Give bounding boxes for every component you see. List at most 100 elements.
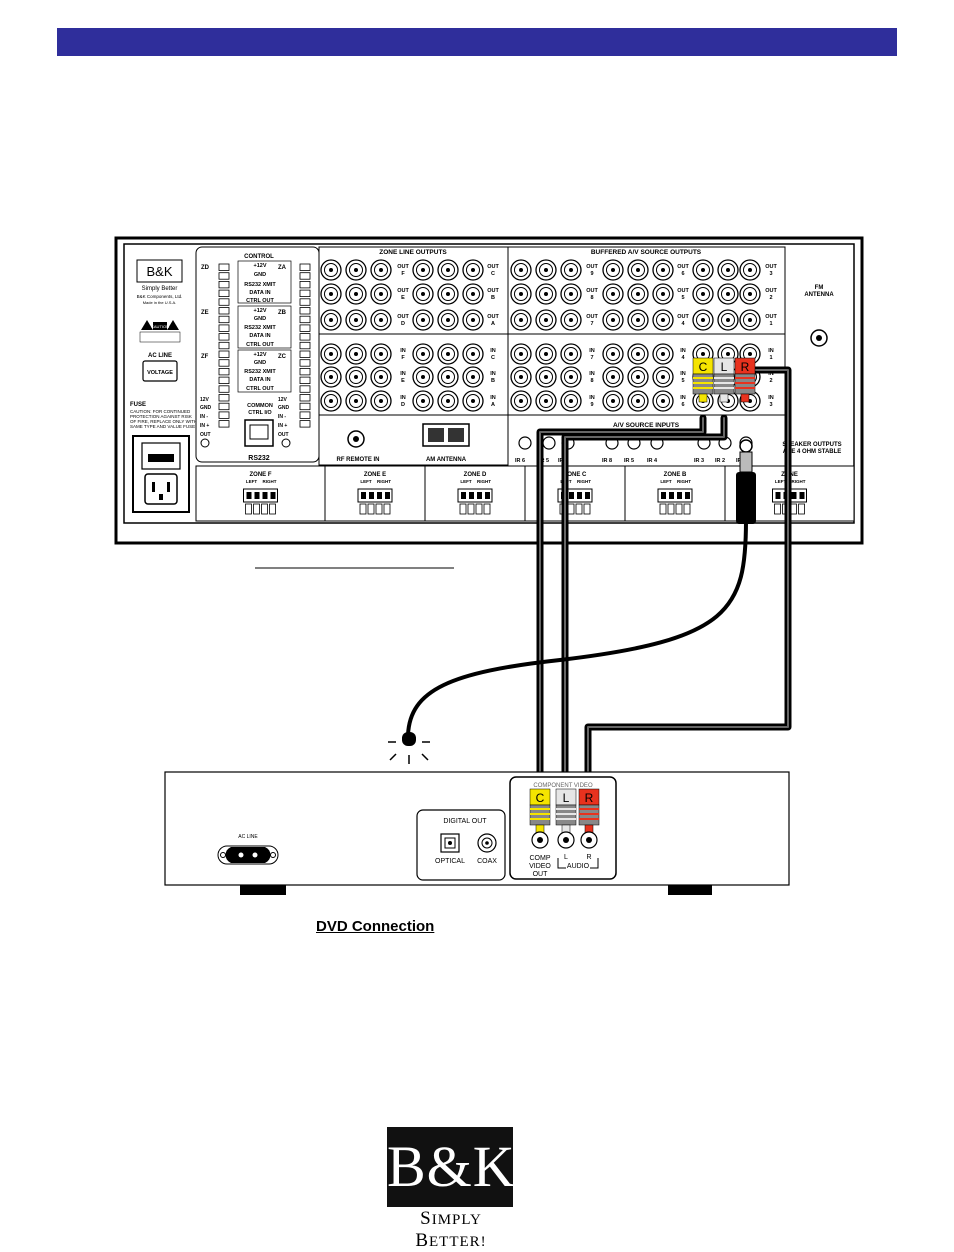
control-terminal-left[interactable]: [218, 263, 230, 271]
av-jack[interactable]: [510, 283, 532, 305]
av-jack[interactable]: [717, 283, 739, 305]
coax-jack[interactable]: [477, 833, 497, 853]
av-jack[interactable]: [535, 309, 557, 331]
zone-line-jack[interactable]: [437, 366, 459, 388]
av-jack[interactable]: [535, 366, 557, 388]
control-terminal-right[interactable]: [299, 402, 311, 411]
av-jack[interactable]: [560, 283, 582, 305]
control-terminal-left[interactable]: [218, 280, 230, 289]
zone-line-jack[interactable]: [320, 343, 342, 365]
control-terminal-left[interactable]: [218, 411, 230, 419]
av-jack[interactable]: [692, 259, 714, 281]
av-jack[interactable]: [692, 309, 714, 331]
av-jack[interactable]: [510, 259, 532, 281]
av-jack[interactable]: [602, 309, 624, 331]
av-jack[interactable]: [510, 366, 532, 388]
control-terminal-right[interactable]: [299, 350, 311, 358]
zone-line-jack[interactable]: [370, 283, 392, 305]
av-jack[interactable]: [652, 309, 674, 331]
zone-line-jack[interactable]: [412, 283, 434, 305]
av-jack[interactable]: [602, 343, 624, 365]
zone-line-jack[interactable]: [437, 309, 459, 331]
zone-line-jack[interactable]: [437, 259, 459, 281]
control-terminal-left[interactable]: [218, 315, 230, 324]
zone-line-jack[interactable]: [437, 343, 459, 365]
av-jack[interactable]: [535, 283, 557, 305]
control-terminal-right[interactable]: [299, 333, 311, 341]
zone-line-jack[interactable]: [370, 309, 392, 331]
control-terminal-right[interactable]: [299, 280, 311, 289]
optical-jack[interactable]: [440, 833, 460, 853]
control-terminal-left[interactable]: [218, 341, 230, 350]
av-jack[interactable]: [652, 283, 674, 305]
zone-line-jack[interactable]: [437, 390, 459, 412]
ir-jack[interactable]: [542, 436, 556, 450]
control-terminal-left[interactable]: [218, 307, 230, 315]
zone-line-jack[interactable]: [462, 283, 484, 305]
av-jack[interactable]: [510, 390, 532, 412]
av-jack[interactable]: [652, 343, 674, 365]
av-jack[interactable]: [535, 390, 557, 412]
av-jack[interactable]: [560, 390, 582, 412]
zone-line-jack[interactable]: [412, 390, 434, 412]
av-jack[interactable]: [560, 366, 582, 388]
zone-line-jack[interactable]: [462, 309, 484, 331]
av-jack[interactable]: [739, 283, 761, 305]
control-terminal-left[interactable]: [218, 333, 230, 341]
zone-line-jack[interactable]: [320, 390, 342, 412]
control-terminal-left[interactable]: [218, 385, 230, 393]
zone-line-jack[interactable]: [320, 309, 342, 331]
control-terminal-left[interactable]: [218, 298, 230, 306]
rs232-port[interactable]: [244, 419, 274, 447]
zone-line-jack[interactable]: [345, 390, 367, 412]
zone-line-jack[interactable]: [370, 343, 392, 365]
av-jack[interactable]: [652, 366, 674, 388]
control-terminal-left[interactable]: [218, 394, 230, 402]
av-jack[interactable]: [627, 366, 649, 388]
control-terminal-left[interactable]: [218, 420, 230, 428]
ctrl-io-port-1[interactable]: [281, 438, 291, 448]
av-jack[interactable]: [602, 283, 624, 305]
control-terminal-right[interactable]: [299, 298, 311, 306]
av-jack[interactable]: [627, 283, 649, 305]
speaker-terminal-block[interactable]: [457, 488, 493, 503]
av-jack[interactable]: [510, 343, 532, 365]
speaker-terminal-block[interactable]: [657, 488, 693, 503]
control-terminal-right[interactable]: [299, 411, 311, 419]
zone-line-jack[interactable]: [437, 283, 459, 305]
control-terminal-right[interactable]: [299, 420, 311, 428]
av-jack[interactable]: [627, 390, 649, 412]
control-terminal-right[interactable]: [299, 341, 311, 350]
control-terminal-right[interactable]: [299, 394, 311, 402]
control-terminal-right[interactable]: [299, 324, 311, 332]
zone-line-jack[interactable]: [412, 366, 434, 388]
zone-line-jack[interactable]: [320, 259, 342, 281]
av-jack[interactable]: [602, 390, 624, 412]
control-terminal-right[interactable]: [299, 359, 311, 367]
control-terminal-left[interactable]: [218, 272, 230, 280]
av-jack[interactable]: [560, 343, 582, 365]
av-jack[interactable]: [602, 259, 624, 281]
zone-line-jack[interactable]: [462, 259, 484, 281]
av-jack[interactable]: [627, 343, 649, 365]
zone-line-jack[interactable]: [370, 366, 392, 388]
dvd-ac-inlet[interactable]: [217, 845, 279, 865]
control-terminal-right[interactable]: [299, 289, 311, 298]
av-jack[interactable]: [692, 283, 714, 305]
zone-line-jack[interactable]: [370, 259, 392, 281]
av-jack[interactable]: [627, 259, 649, 281]
control-terminal-right[interactable]: [299, 263, 311, 271]
control-terminal-left[interactable]: [218, 350, 230, 358]
zone-line-jack[interactable]: [412, 343, 434, 365]
av-jack[interactable]: [717, 259, 739, 281]
av-jack[interactable]: [652, 390, 674, 412]
control-terminal-left[interactable]: [218, 376, 230, 385]
speaker-terminal-block[interactable]: [243, 488, 278, 503]
av-jack[interactable]: [717, 309, 739, 331]
control-terminal-right[interactable]: [299, 376, 311, 385]
ir-jack[interactable]: [518, 436, 532, 450]
av-jack[interactable]: [560, 259, 582, 281]
av-jack[interactable]: [560, 309, 582, 331]
zone-line-jack[interactable]: [370, 390, 392, 412]
control-terminal-right[interactable]: [299, 307, 311, 315]
